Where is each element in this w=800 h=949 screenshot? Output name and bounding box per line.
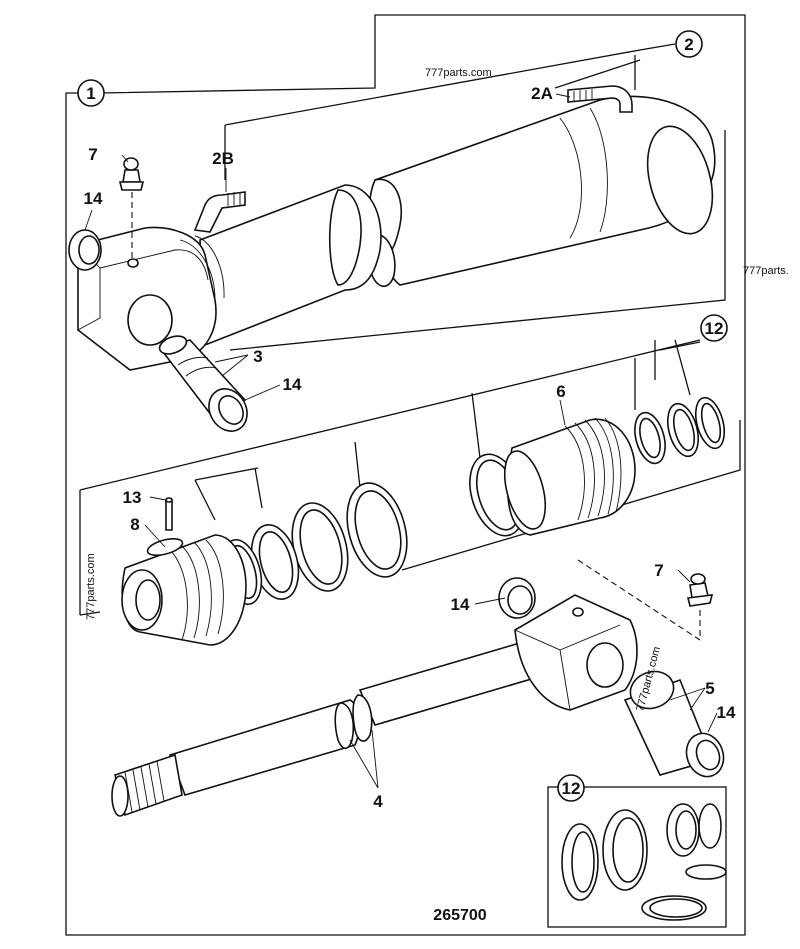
callout-14-rod-end: 14 [717,703,736,722]
callout-circle-1 [77,79,105,107]
callout-13: 13 [123,488,142,507]
barrel-group-frame [224,43,726,351]
callout-14-top-left: 14 [84,189,103,208]
callout-5: 5 [705,679,714,698]
watermark-left: 777parts.com [85,553,97,620]
piston-6 [469,417,636,537]
watermark-right: 777parts. [743,265,789,277]
callout-7-bottom: 7 [654,561,663,580]
callout-14-eye: 14 [451,595,470,614]
watermark-top: 777parts.com [425,67,492,79]
callout-4: 4 [373,792,383,811]
cylinder-barrel [68,95,716,371]
callout-6: 6 [556,382,565,401]
eye-seal-left [498,577,536,619]
seal-kit-inset [547,786,727,928]
callout-3: 3 [253,347,262,366]
assembly-frame [65,14,746,936]
callout-labels: 1 2 2A 2B 3 4 5 6 7 7 8 12 12 13 14 14 1… [77,30,736,811]
piston-rod [111,594,638,817]
bush-5 [623,670,725,778]
callout-2: 2 [684,35,693,54]
seals-group-frame [79,339,741,616]
drawing-number: 265700 [433,907,486,924]
callout-14-bush: 14 [283,375,302,394]
piston-seals-right [634,396,726,465]
callout-7-top: 7 [88,145,97,164]
grease-nipple-bottom [577,559,714,641]
gland [121,497,247,646]
port-2a [567,85,633,113]
callout-circle-12-inset [557,774,585,802]
callout-circle-12-top [700,314,728,342]
callout-8: 8 [130,515,139,534]
port-2b [193,191,246,233]
callout-2b: 2B [212,149,234,168]
callout-1: 1 [86,84,95,103]
callout-12-top: 12 [705,319,724,338]
callout-2a: 2A [531,84,553,103]
leader-lines [84,93,718,789]
callout-circle-2 [675,30,703,58]
callout-12-inset: 12 [562,779,581,798]
bush-3 [158,335,248,432]
